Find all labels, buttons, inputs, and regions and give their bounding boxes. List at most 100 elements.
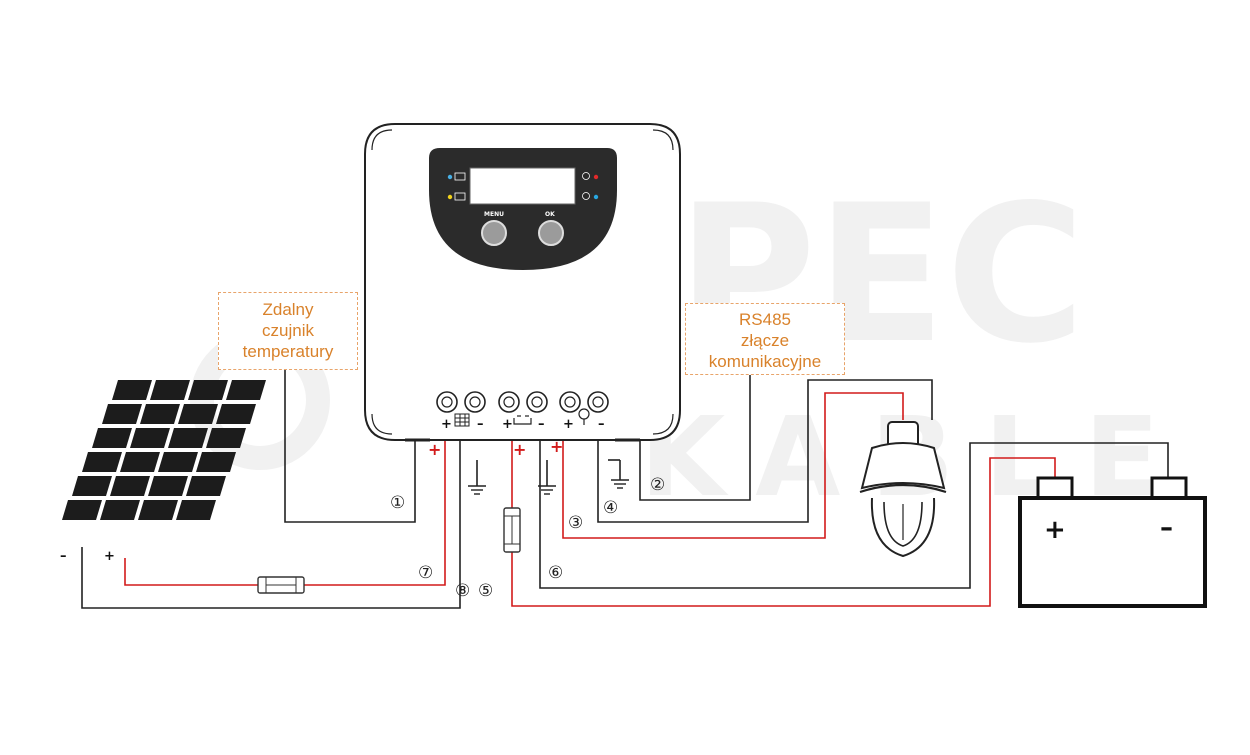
- solar-cell: [62, 500, 102, 520]
- pv-minus-mark: –: [477, 417, 484, 432]
- wire-number-8: ⑧: [455, 581, 470, 601]
- rs485-label: RS485 złącze komunikacyjne: [685, 303, 845, 375]
- wire-1: [284, 370, 416, 523]
- wire-number-5: ⑤: [478, 581, 493, 601]
- bulb-mini-icon: [578, 408, 590, 425]
- temp-label-line3: temperatury: [242, 342, 334, 361]
- load-wire-plus: +: [550, 437, 563, 456]
- red-wires: [124, 392, 1056, 607]
- panel-minus-mark: –: [60, 549, 67, 564]
- solar-cell: [72, 476, 112, 496]
- solar-panel-mini-icon: [454, 413, 470, 427]
- wire-3: [562, 392, 904, 539]
- ground-icon: [538, 485, 556, 495]
- wire-7-a: [124, 558, 258, 586]
- solar-cell: [100, 500, 140, 520]
- ok-button-label: OK: [545, 211, 555, 218]
- solar-cell: [150, 380, 190, 400]
- solar-cell: [216, 404, 256, 424]
- solar-cell: [188, 380, 228, 400]
- temperature-sensor-label: Zdalny czujnik temperatury: [218, 292, 358, 370]
- wire-6: [539, 440, 1169, 589]
- gear-icon: [582, 192, 590, 200]
- wire-number-2: ②: [650, 475, 665, 495]
- solar-cell: [82, 452, 122, 472]
- solar-cell: [168, 428, 208, 448]
- wire-8: [81, 440, 461, 609]
- pv-plus-mark: +: [441, 417, 452, 432]
- terminal-pv-minus: [464, 391, 486, 413]
- terminal-load-plus: [559, 391, 581, 413]
- pv-led-icon: [447, 174, 453, 180]
- rs485-label-line3: komunikacyjne: [708, 352, 822, 371]
- solar-cell: [226, 380, 266, 400]
- battery-plus-mark: +: [502, 417, 513, 432]
- solar-cell: [130, 428, 170, 448]
- wire-number-7: ⑦: [418, 563, 433, 583]
- pv-wire-plus: +: [428, 440, 441, 459]
- solar-cell: [110, 476, 150, 496]
- rs485-label-line2: złącze: [740, 331, 790, 350]
- terminal-pv-plus: [436, 391, 458, 413]
- black-wires: [81, 370, 1169, 609]
- solar-panel: [62, 380, 266, 520]
- load-plus-mark: +: [563, 417, 574, 432]
- battery-status-icon: [454, 192, 466, 201]
- wire-number-6: ⑥: [548, 563, 563, 583]
- temp-label-line2: czujnik: [262, 321, 314, 340]
- panel-plus-mark: +: [104, 549, 115, 564]
- battery-minus-label: –: [1160, 513, 1173, 543]
- solar-cell: [196, 452, 236, 472]
- bulb-icon: [582, 172, 590, 180]
- solar-cell: [158, 452, 198, 472]
- ok-button[interactable]: [538, 220, 564, 246]
- battery: + –: [1018, 476, 1207, 608]
- load-minus-mark: –: [598, 417, 605, 432]
- ground-symbols: [468, 479, 629, 495]
- wire-number-1: ①: [390, 493, 405, 513]
- lcd-screen: [469, 167, 576, 205]
- solar-cell: [140, 404, 180, 424]
- solar-cell: [120, 452, 160, 472]
- wire-2: [639, 375, 751, 501]
- wire-7-b: [304, 440, 446, 586]
- ground-icon: [468, 485, 486, 495]
- solar-cell: [206, 428, 246, 448]
- solar-cell: [148, 476, 188, 496]
- terminal-battery-minus: [526, 391, 548, 413]
- solar-cell: [112, 380, 152, 400]
- solar-cell: [138, 500, 178, 520]
- temp-label-line1: Zdalny: [262, 300, 314, 319]
- menu-button-label: MENU: [484, 211, 504, 218]
- solar-cell: [176, 500, 216, 520]
- terminal-block: + – + – + –: [436, 391, 609, 432]
- solar-cell: [178, 404, 218, 424]
- load-led-icon: [593, 174, 599, 180]
- battery-wire-plus: +: [513, 440, 526, 459]
- display-bezel: [429, 148, 617, 270]
- rs485-label-line1: RS485: [739, 310, 791, 329]
- wires: [81, 370, 1169, 609]
- fuse-battery: [503, 507, 521, 553]
- battery-minus-mark: –: [538, 417, 545, 432]
- wire-4: [597, 379, 933, 523]
- wire-5-b: [511, 457, 1056, 607]
- wire-number-4: ④: [603, 498, 618, 518]
- charge-controller: MENU OK + – + – + –: [364, 123, 681, 442]
- battery-plus-label: +: [1044, 515, 1066, 545]
- battery-led-icon: [447, 194, 453, 200]
- solar-cell: [186, 476, 226, 496]
- terminal-battery-plus: [498, 391, 520, 413]
- pv-status-icon: [454, 172, 466, 181]
- battery-mini-icon: [513, 415, 532, 425]
- solar-cell: [92, 428, 132, 448]
- terminal-load-minus: [587, 391, 609, 413]
- menu-button[interactable]: [481, 220, 507, 246]
- wire-number-3: ③: [568, 513, 583, 533]
- load-lamp: [859, 421, 947, 558]
- fault-led-icon: [593, 194, 599, 200]
- fuse-pv: [257, 576, 305, 594]
- ground-icon: [611, 479, 629, 489]
